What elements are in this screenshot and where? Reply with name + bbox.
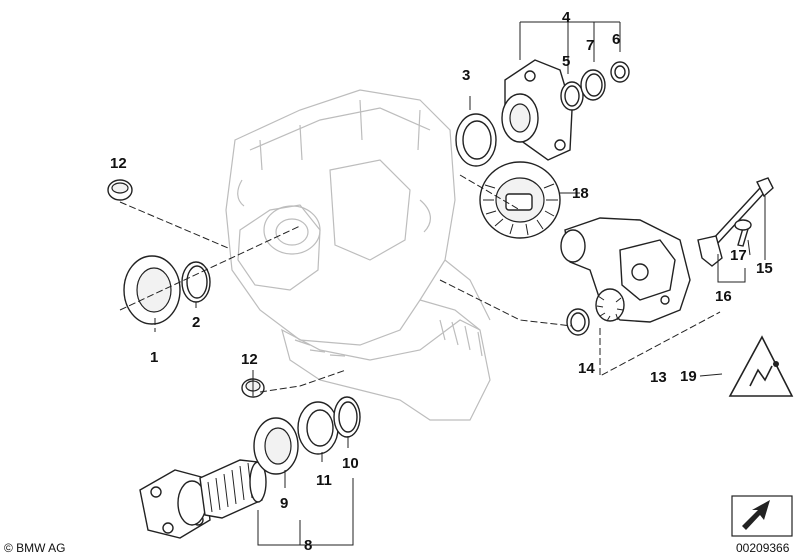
label-12-lower: 12 <box>241 351 258 368</box>
image-code: 00209366 <box>736 541 790 555</box>
label-6: 6 <box>612 31 620 48</box>
short-bolt <box>734 219 752 247</box>
label-1: 1 <box>150 349 158 366</box>
servo-motor <box>560 217 691 323</box>
label-5: 5 <box>562 53 570 70</box>
shaft-seal <box>123 255 181 325</box>
label-7: 7 <box>586 37 594 54</box>
part-labels: 1 2 3 4 5 6 7 8 9 10 11 12 12 13 14 15 1… <box>110 9 773 554</box>
bearing-rings <box>253 396 361 475</box>
motor-o-ring <box>566 308 590 336</box>
label-17: 17 <box>730 247 747 264</box>
o-ring <box>181 261 211 303</box>
label-19: 19 <box>680 368 697 385</box>
label-14: 14 <box>578 360 595 377</box>
bracket <box>697 235 723 267</box>
label-18: 18 <box>572 185 589 202</box>
leader-lines <box>119 21 766 546</box>
label-13: 13 <box>650 369 667 386</box>
label-8: 8 <box>304 537 312 554</box>
warning-triangle-icon <box>728 335 794 397</box>
label-10: 10 <box>342 455 359 472</box>
label-16: 16 <box>715 288 732 305</box>
output-flange-shaft <box>139 459 267 539</box>
label-15: 15 <box>756 260 773 277</box>
gear-wheel <box>479 161 561 239</box>
label-4: 4 <box>562 9 571 26</box>
label-12-upper: 12 <box>110 155 127 172</box>
label-2: 2 <box>192 314 200 331</box>
label-11: 11 <box>316 472 332 489</box>
transfer-case-housing <box>225 89 491 421</box>
label-9: 9 <box>280 495 288 512</box>
copyright-brand: © BMW AG <box>4 541 66 555</box>
cover-housing <box>501 59 630 161</box>
image-id-box <box>731 495 793 537</box>
arrow-icon <box>742 500 770 530</box>
cap-plug-upper <box>107 179 133 201</box>
label-3: 3 <box>462 67 470 84</box>
gasket-ring <box>455 113 497 167</box>
